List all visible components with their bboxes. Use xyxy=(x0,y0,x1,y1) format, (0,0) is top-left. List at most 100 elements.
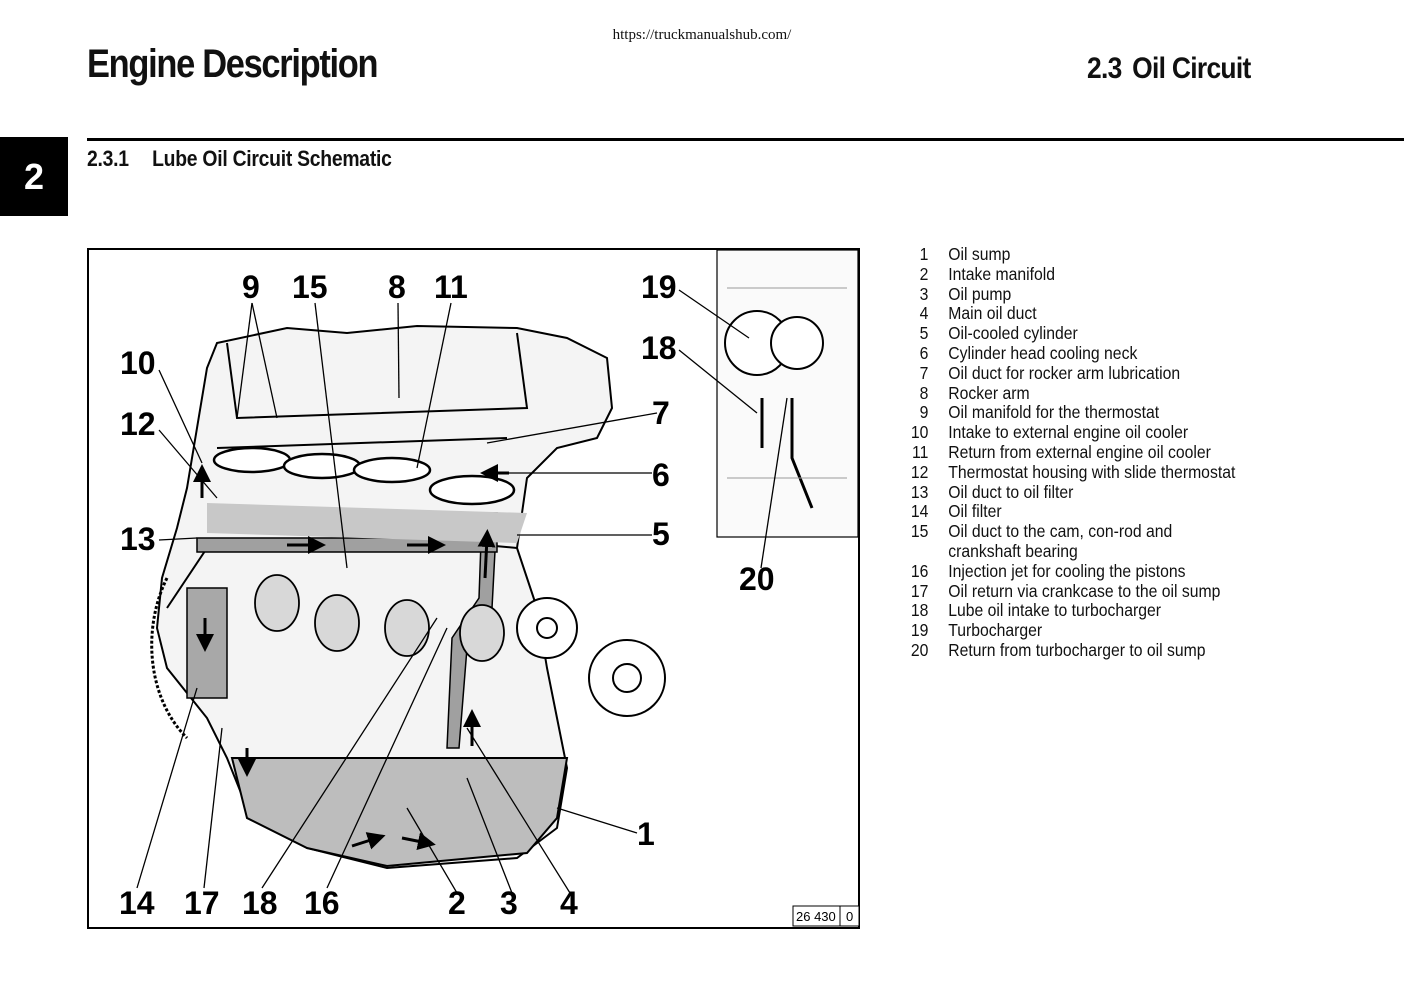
callout-13: 13 xyxy=(120,521,156,557)
callout-2: 2 xyxy=(448,885,466,921)
cylinder-bores xyxy=(212,446,516,506)
legend-item: 5 Oil-cooled cylinder xyxy=(905,323,1337,344)
legend-number: 16 xyxy=(910,560,929,581)
subsection-number: 2.3.1 xyxy=(87,146,129,171)
legend-item: 6 Cylinder head cooling neck xyxy=(905,342,1337,364)
callout-1: 1 xyxy=(637,816,655,852)
legend-item: 7 Oil duct for rocker arm lubrication xyxy=(905,362,1337,384)
legend-number: 19 xyxy=(910,620,929,641)
legend-item: 15 Oil duct to the cam, con-rod and xyxy=(905,521,1337,542)
callout-14: 14 xyxy=(119,885,155,921)
legend-number: 18 xyxy=(910,600,929,621)
legend-item: 17 Oil return via crankcase to the oil su… xyxy=(905,580,1337,602)
figure-rev: 0 xyxy=(846,909,853,924)
legend-item: 13 Oil duct to oil filter xyxy=(905,481,1337,503)
callout-16: 16 xyxy=(304,885,340,921)
callout-18-top: 18 xyxy=(641,330,677,366)
legend-item: 1 Oil sump xyxy=(905,244,1337,265)
turbocharger-inset xyxy=(716,249,859,538)
callout-7: 7 xyxy=(652,395,670,431)
legend-number: 4 xyxy=(919,303,929,324)
legend-text: Oil manifold for the thermostat xyxy=(948,402,1160,423)
legend-item: 20 Return from turbocharger to oil sump xyxy=(905,639,1337,661)
legend-text: Lube oil intake to turbocharger xyxy=(948,600,1161,621)
legend-item: 9 Oil manifold for the thermostat xyxy=(905,403,1337,423)
legend-number: 11 xyxy=(912,441,929,462)
callout-8: 8 xyxy=(388,269,406,305)
legend-text: Return from external engine oil cooler xyxy=(948,441,1211,462)
legend-item: 12 Thermostat housing with slide thermost… xyxy=(905,461,1337,483)
crankshaft xyxy=(254,574,505,662)
callout-10: 10 xyxy=(120,345,156,381)
legend-item: 3 Oil pump xyxy=(905,283,1337,305)
legend-number: 9 xyxy=(919,402,929,423)
legend-number: 12 xyxy=(910,461,929,482)
leader-lines xyxy=(136,289,788,894)
section-title: Oil Circuit xyxy=(1132,52,1251,85)
legend-item: 14 Oil filter xyxy=(905,502,1337,522)
oil-gallery xyxy=(196,537,498,553)
legend-number: 13 xyxy=(910,481,929,502)
legend-number: 7 xyxy=(919,362,929,383)
legend-text: Intake to external engine oil cooler xyxy=(948,422,1189,443)
callout-5: 5 xyxy=(652,516,670,552)
legend-number: 17 xyxy=(910,580,929,601)
flow-arrows xyxy=(193,464,509,851)
figure-id: 26 430 xyxy=(796,909,836,924)
callout-12: 12 xyxy=(120,406,156,442)
legend-number: 8 xyxy=(919,382,929,403)
engine-oil-circuit-figure: 9 15 8 11 19 18 10 12 7 6 13 5 20 1 14 1… xyxy=(87,248,860,929)
legend-item-continuation: crankshaft bearing xyxy=(905,541,1337,562)
legend-number: 6 xyxy=(919,342,929,363)
callout-labels: 9 15 8 11 19 18 10 12 7 6 13 5 20 1 14 1… xyxy=(119,269,775,921)
legend-number: 5 xyxy=(919,323,929,344)
figure-id-box: 26 430 0 xyxy=(792,905,860,927)
source-url[interactable]: https://truckmanualshub.com/ xyxy=(612,27,792,43)
oil-filter xyxy=(186,587,228,699)
legend-text: Oil pump xyxy=(948,283,1012,304)
legend-text: Thermostat housing with slide thermostat xyxy=(948,461,1236,482)
page-title: Engine Description xyxy=(87,42,379,86)
legend-number: 1 xyxy=(919,244,929,264)
legend-text: Cylinder head cooling neck xyxy=(948,342,1138,363)
legend-text: Intake manifold xyxy=(948,263,1056,284)
legend-item: 10 Intake to external engine oil cooler xyxy=(905,422,1337,443)
callout-4: 4 xyxy=(560,885,578,921)
callout-15: 15 xyxy=(292,269,328,305)
section-number: 2.3 xyxy=(1087,52,1122,85)
legend-number: 20 xyxy=(910,639,929,660)
legend-item: 18 Lube oil intake to turbocharger xyxy=(905,601,1337,621)
legend-item: 2 Intake manifold xyxy=(905,263,1337,285)
legend-number: 14 xyxy=(910,501,929,522)
callout-11: 11 xyxy=(434,269,468,305)
legend-item: 16 Injection jet for cooling the pistons xyxy=(905,560,1337,582)
legend-number: 3 xyxy=(919,283,929,304)
legend-text: Oil return via crankcase to the oil sump xyxy=(948,580,1221,601)
legend-text: Oil duct to the cam, con-rod and xyxy=(948,521,1173,542)
legend-text: Oil sump xyxy=(948,244,1011,264)
flywheel xyxy=(150,577,189,740)
legend-text: Injection jet for cooling the pistons xyxy=(948,560,1186,581)
legend-text: Oil-cooled cylinder xyxy=(948,323,1078,344)
callout-20: 20 xyxy=(739,561,775,597)
legend-text: Oil duct to oil filter xyxy=(948,481,1074,502)
legend-text: Oil duct for rocker arm lubrication xyxy=(948,362,1181,383)
legend-number: 10 xyxy=(910,422,929,443)
section-heading: 2.3 Oil Circuit xyxy=(1087,52,1251,86)
legend-item: 11 Return from external engine oil cooler xyxy=(905,441,1337,463)
callout-9: 9 xyxy=(242,269,260,305)
legend-text: Return from turbocharger to oil sump xyxy=(948,639,1206,660)
legend-number: 15 xyxy=(910,521,929,542)
callout-18: 18 xyxy=(242,885,278,921)
subsection-heading: 2.3.1 Lube Oil Circuit Schematic xyxy=(87,146,392,172)
legend-number: 2 xyxy=(919,263,929,284)
callout-19: 19 xyxy=(641,269,677,305)
subsection-title: Lube Oil Circuit Schematic xyxy=(152,146,392,171)
legend-text: Oil filter xyxy=(948,501,1002,522)
chapter-tab: 2 xyxy=(0,137,68,216)
legend-item: 8 Rocker arm xyxy=(905,382,1337,404)
legend-text: Rocker arm xyxy=(948,382,1030,403)
header-rule xyxy=(87,138,1404,141)
